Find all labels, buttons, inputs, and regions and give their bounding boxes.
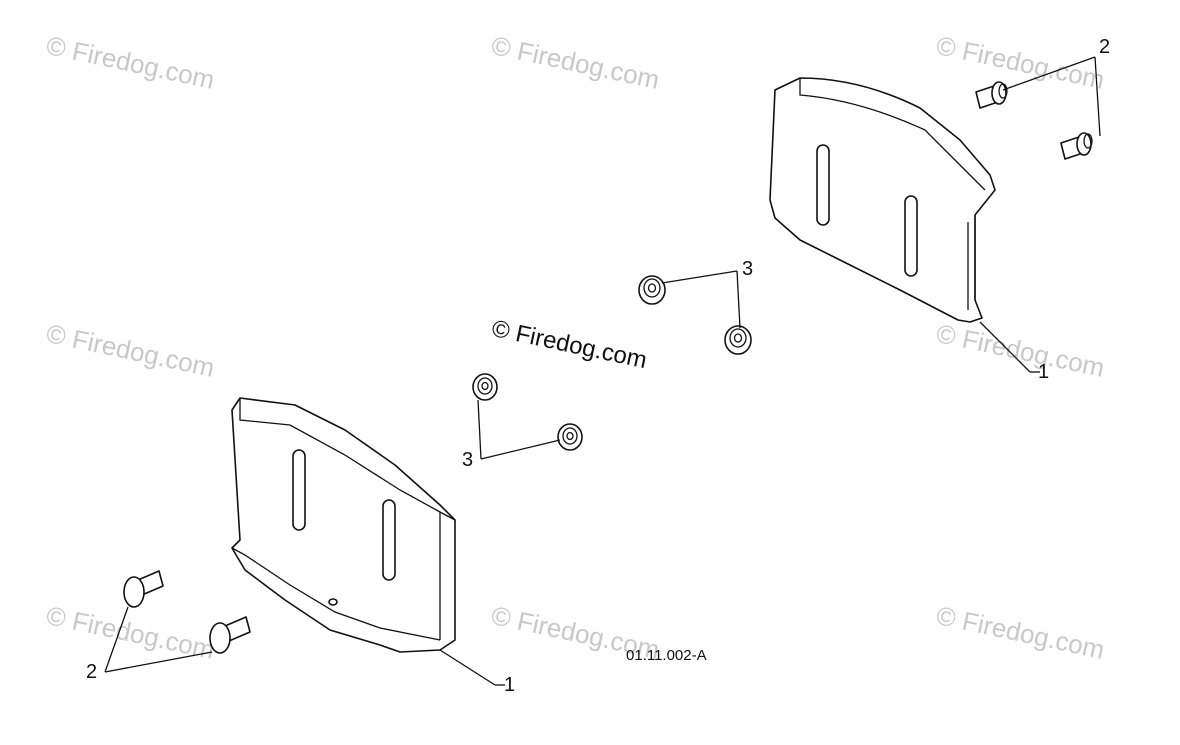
callout-bolt-upper: 2 — [1099, 36, 1111, 58]
carriage-bolt-upper-left — [123, 570, 164, 608]
skid-shoe-left — [231, 397, 456, 653]
callout-shoe-left: 1 — [504, 674, 516, 696]
leader-lines — [104, 56, 1101, 686]
drawing-code: 01.11.002-A — [626, 647, 707, 664]
skid-shoe-right — [769, 77, 996, 323]
carriage-bolt-lower-right — [1060, 132, 1093, 160]
callout-shoe-right: 1 — [1038, 361, 1050, 383]
flange-nut-left-a — [472, 373, 498, 401]
callout-nut-lower: 3 — [462, 449, 474, 471]
flange-nut-left-b — [557, 423, 583, 451]
callout-nut-upper: 3 — [742, 258, 754, 280]
flange-nut-upper-right-b — [724, 325, 752, 355]
carriage-bolt-upper-right — [975, 81, 1008, 109]
callout-bolt-lower: 2 — [86, 661, 98, 683]
carriage-bolt-lower-left — [209, 616, 251, 654]
flange-nut-upper-right-a — [638, 275, 666, 305]
